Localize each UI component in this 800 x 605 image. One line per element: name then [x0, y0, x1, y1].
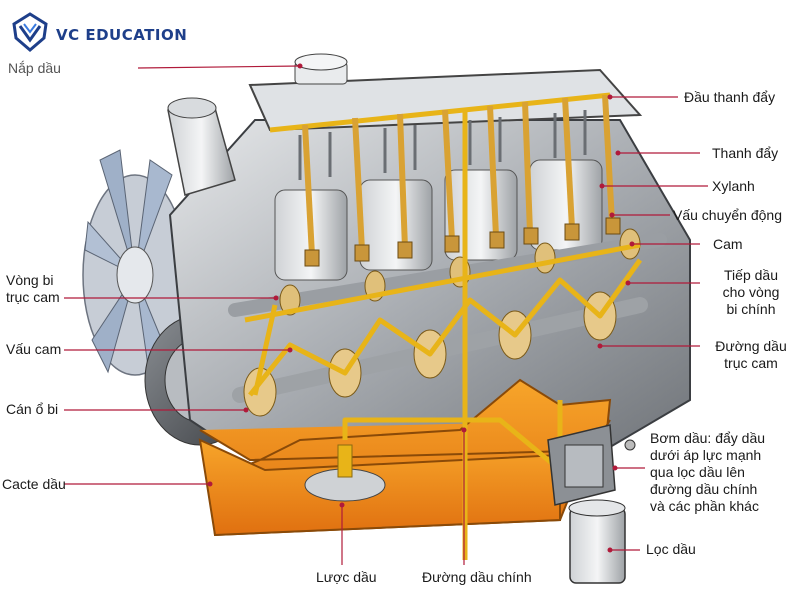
label-pushrod-end: Đầu thanh đẩy: [684, 89, 776, 105]
label-oil-cap: Nắp dầu: [8, 60, 61, 76]
label-bearing-arm: Cán ổ bi: [6, 401, 59, 417]
label-main-gallery: Đường dầu chính: [422, 569, 532, 585]
oil-pickup: [304, 444, 386, 502]
camshaft: [228, 233, 667, 317]
label-cam-lobe: Vấu cam: [6, 341, 62, 357]
brand-name: VC EDUCATION: [56, 26, 188, 44]
leader-lines: [64, 65, 708, 565]
label-cam: Cam: [713, 236, 743, 252]
oil-pump: [547, 424, 636, 506]
label-moving-lobe: Vấu chuyển động: [673, 207, 782, 223]
label-main-bearing-feed: Tiếp dầu cho vòng bi chính: [722, 267, 780, 317]
oil-galleries: [244, 110, 643, 560]
push-rods: [302, 94, 615, 256]
oil-filter: [568, 499, 626, 584]
valve-cover: [248, 68, 643, 132]
vc-shield-logo-icon: [12, 12, 48, 52]
label-cylinder: Xylanh: [712, 178, 755, 194]
label-oil-pump: Bơm dầu: đẩy dầu dưới áp lực mạnh qua lọ…: [650, 430, 766, 514]
label-oil-sump: Cacte dầu: [2, 476, 66, 492]
label-camshaft-gallery: Đường dầu trục cam: [715, 338, 787, 371]
label-oil-strainer: Lược dầu: [316, 569, 377, 585]
label-camshaft-bearing: Vòng bi trục cam: [6, 272, 60, 305]
oil-filler-cap: [294, 53, 348, 85]
label-pushrod: Thanh đẩy: [712, 145, 779, 161]
label-oil-filter: Lọc dầu: [646, 541, 696, 557]
